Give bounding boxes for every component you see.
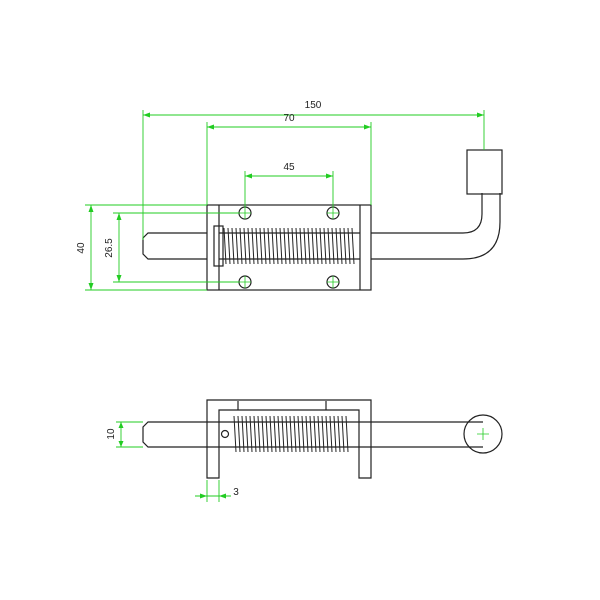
arrow-150-left — [143, 112, 150, 118]
dimension-labels: 150 70 45 40 26.5 10 3 — [76, 100, 322, 498]
front-pin — [142, 421, 483, 448]
bolt-body-housing — [206, 204, 372, 291]
arrow-10-top — [118, 422, 124, 428]
arrow-45-right — [326, 173, 333, 179]
dim-label-plate-thickness: 3 — [233, 487, 239, 498]
arrow-10-bottom — [118, 441, 124, 447]
arrow-26-5-top — [116, 213, 122, 220]
spring-coil — [223, 227, 355, 265]
center-mark-top-left — [239, 207, 251, 219]
pin-tip — [142, 232, 207, 260]
u-bracket — [206, 399, 372, 479]
dim-label-overall-length: 150 — [305, 100, 322, 111]
top-view — [142, 149, 503, 291]
dim-label-body-height: 40 — [76, 242, 87, 254]
front-spring-coil — [233, 415, 349, 453]
center-mark-bottom-right — [327, 276, 339, 288]
dimension-lines — [85, 110, 485, 502]
center-mark-handle — [477, 428, 489, 440]
center-marks — [239, 207, 489, 440]
dim-label-hole-row-spacing: 26.5 — [104, 238, 115, 258]
arrow-40-top — [88, 205, 94, 212]
dim-label-hole-spacing: 45 — [283, 162, 295, 173]
dimension-arrowheads — [88, 112, 484, 499]
handle-grip — [466, 149, 503, 195]
dim-label-body-length: 70 — [283, 113, 295, 124]
arrow-70-right — [364, 124, 371, 130]
pin-collar — [213, 225, 224, 267]
handle-end-circle — [463, 414, 503, 454]
bolt-handle-bend — [371, 193, 501, 260]
arrow-70-left — [207, 124, 214, 130]
dim-label-pin-diameter: 10 — [106, 428, 117, 440]
center-mark-bottom-left — [239, 276, 251, 288]
arrow-3-left — [200, 493, 207, 499]
cross-pin-hole — [220, 429, 230, 439]
arrow-45-left — [245, 173, 252, 179]
arrow-40-bottom — [88, 283, 94, 290]
front-view — [142, 399, 503, 479]
arrow-3-right — [219, 493, 226, 499]
arrow-150-right — [477, 112, 484, 118]
arrow-26-5-bottom — [116, 275, 122, 282]
center-mark-top-right — [327, 207, 339, 219]
